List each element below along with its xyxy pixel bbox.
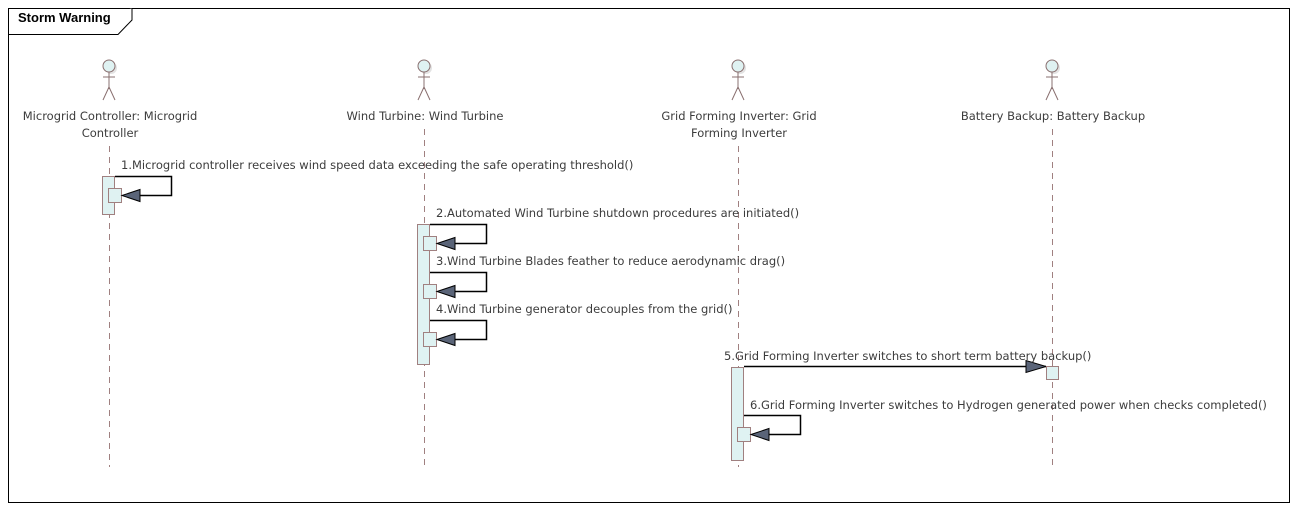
nested-activation bbox=[737, 427, 751, 442]
diagram-frame bbox=[8, 8, 1290, 503]
message-label: 4.Wind Turbine generator decouples from … bbox=[436, 302, 732, 316]
actor-leg-left bbox=[417, 86, 425, 101]
actor-leg-right bbox=[737, 86, 745, 101]
actor-leg-right bbox=[423, 86, 431, 101]
lifeline-label: Wind Turbine: Wind Turbine bbox=[347, 109, 504, 123]
lifeline-label: Forming Inverter bbox=[691, 126, 787, 140]
actor-leg-left bbox=[102, 86, 110, 101]
message-line bbox=[430, 271, 488, 293]
message-2: 2.Automated Wind Turbine shutdown proced… bbox=[423, 206, 799, 251]
actor-head-icon bbox=[731, 59, 745, 73]
actor-leg-left bbox=[731, 86, 739, 101]
arrowhead-icon bbox=[749, 427, 770, 442]
activation-bar-bb bbox=[1046, 366, 1059, 380]
lifeline-label: Microgrid Controller: Microgrid bbox=[23, 109, 198, 123]
activation-bar-gfi bbox=[731, 367, 744, 461]
arrowhead-icon bbox=[435, 236, 456, 251]
nested-activation bbox=[423, 236, 437, 251]
message-4: 4.Wind Turbine generator decouples from … bbox=[423, 302, 732, 347]
arrowhead-icon bbox=[120, 188, 141, 203]
nested-activation bbox=[423, 284, 437, 299]
message-label: 5.Grid Forming Inverter switches to shor… bbox=[724, 349, 1091, 363]
message-line bbox=[430, 319, 488, 341]
actor-mc bbox=[102, 59, 117, 101]
actor-bb bbox=[1045, 59, 1060, 101]
message-line bbox=[115, 175, 173, 197]
actor-head-icon bbox=[1045, 59, 1059, 73]
nested-activation bbox=[108, 188, 122, 203]
message-6: 6.Grid Forming Inverter switches to Hydr… bbox=[737, 398, 1267, 442]
arrowhead-icon bbox=[435, 332, 456, 347]
message-label: 1.Microgrid controller receives wind spe… bbox=[121, 158, 633, 172]
actor-wt bbox=[417, 59, 432, 101]
actor-leg-right bbox=[1051, 86, 1059, 101]
diagram-title: Storm Warning bbox=[18, 10, 111, 25]
nested-activation bbox=[423, 332, 437, 347]
actor-head-icon bbox=[102, 59, 116, 73]
actor-gfi bbox=[731, 59, 746, 101]
message-label: 2.Automated Wind Turbine shutdown proced… bbox=[436, 206, 799, 220]
arrowhead-icon bbox=[435, 284, 456, 299]
arrowhead-icon bbox=[1025, 359, 1048, 374]
message-5: 5.Grid Forming Inverter switches to shor… bbox=[724, 349, 1091, 380]
message-1: 1.Microgrid controller receives wind spe… bbox=[108, 158, 633, 203]
lifeline-label: Controller bbox=[82, 126, 139, 140]
actor-leg-right bbox=[108, 86, 116, 101]
message-3: 3.Wind Turbine Blades feather to reduce … bbox=[423, 254, 785, 299]
message-label: 3.Wind Turbine Blades feather to reduce … bbox=[436, 254, 785, 268]
message-line bbox=[744, 414, 802, 436]
frame-title-tab bbox=[8, 8, 133, 35]
message-label: 6.Grid Forming Inverter switches to Hydr… bbox=[750, 398, 1267, 412]
lifeline-label: Grid Forming Inverter: Grid bbox=[661, 109, 816, 123]
actor-head-icon bbox=[417, 59, 431, 73]
message-line bbox=[430, 223, 488, 245]
actor-leg-left bbox=[1045, 86, 1053, 101]
lifeline-label: Battery Backup: Battery Backup bbox=[961, 109, 1145, 123]
